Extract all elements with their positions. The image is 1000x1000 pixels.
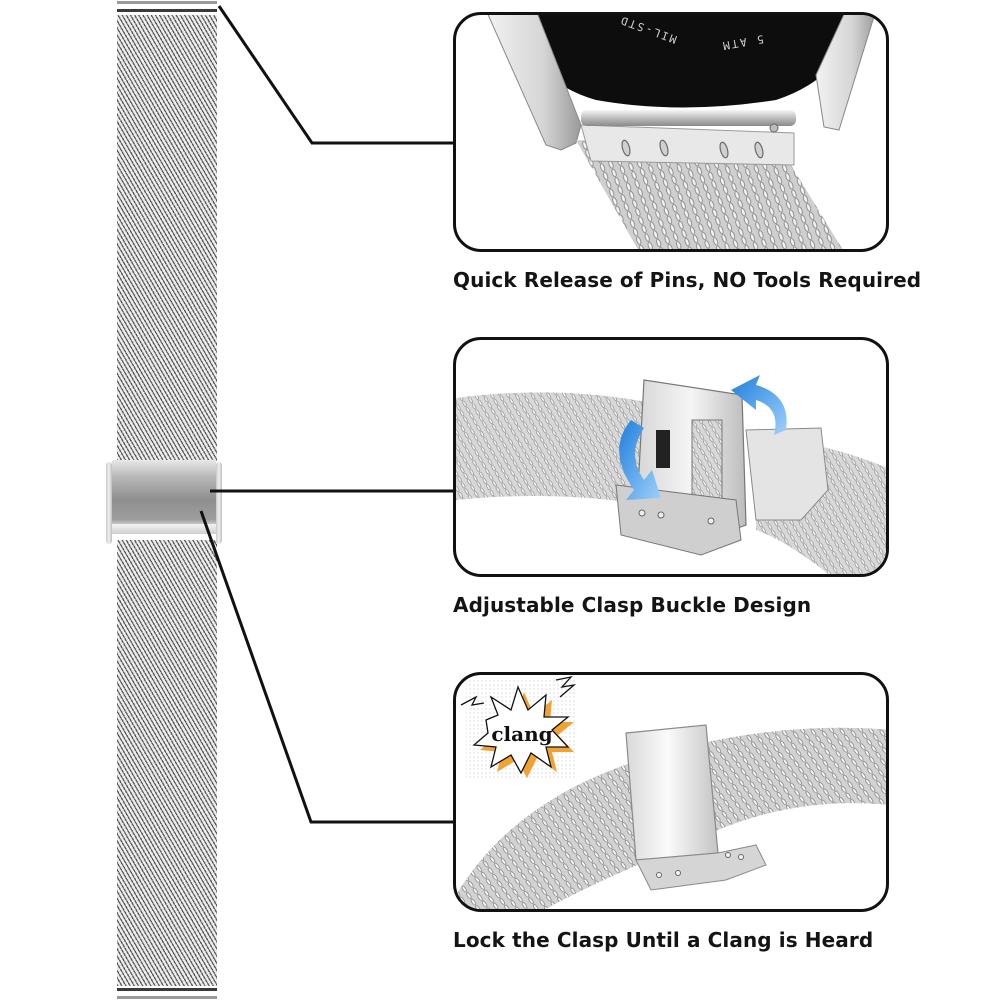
clasp-flip-lock — [745, 427, 829, 521]
lightning-bolt-icon — [460, 695, 485, 706]
adjustable-clasp-photo — [456, 375, 886, 574]
strap-top-end-line — [117, 1, 217, 4]
clang-text: clang — [491, 722, 552, 746]
lightning-bolt-icon-2 — [555, 675, 577, 698]
watch-lug-right — [815, 15, 875, 131]
slider-right-edge — [216, 462, 222, 544]
lock-clasp-photo: clang — [456, 675, 886, 909]
clasp-slot — [656, 430, 670, 468]
connector-line-lock-clasp — [199, 510, 453, 824]
feature-panel-lock-clasp: clang — [453, 672, 889, 912]
clasp-inner-mesh — [691, 419, 723, 506]
feature-panel-quick-release: MIL-STD 5 ATM — [453, 12, 889, 252]
watch-case — [516, 15, 851, 108]
lock-clasp-base — [635, 844, 767, 891]
caption-lock-clasp: Lock the Clasp Until a Clang is Heard — [453, 928, 874, 952]
lock-clasp-rivets — [656, 852, 744, 878]
strap-mesh-upper — [117, 15, 217, 461]
clasp-base-plate — [615, 484, 742, 556]
slider-left-edge — [106, 462, 112, 544]
slider-body — [112, 460, 216, 526]
band-end-plate — [580, 124, 795, 166]
strap-mesh-lower — [117, 540, 217, 986]
strap-top-end-bar — [117, 9, 217, 12]
mesh-band-section — [576, 140, 843, 249]
slider-lip — [112, 524, 216, 534]
clang-burst-icon: clang — [460, 675, 577, 780]
end-plate-slots — [621, 139, 764, 159]
lock-clasp-cover — [625, 724, 719, 861]
connector-line-quick-release — [217, 5, 453, 145]
strap-clasp-slider — [106, 460, 222, 544]
quick-release-spring-bar — [581, 110, 796, 126]
feature-panel-adjustable-clasp — [453, 337, 889, 577]
mesh-strap-illustration — [117, 0, 217, 1000]
strap-bottom-end-line — [117, 996, 217, 999]
rotate-arrow-up-icon — [731, 375, 787, 435]
watch-lug-left — [487, 15, 582, 151]
strap-bottom-end-bar — [117, 988, 217, 991]
mesh-band-left — [456, 392, 646, 505]
rotate-arrow-down-icon — [619, 420, 661, 500]
caption-adjustable-clasp: Adjustable Clasp Buckle Design — [453, 593, 812, 617]
caption-quick-release: Quick Release of Pins, NO Tools Required — [453, 268, 922, 292]
clasp-rivets — [638, 509, 715, 525]
quick-release-pin-knob — [769, 123, 779, 133]
quick-release-photo: MIL-STD 5 ATM — [487, 15, 875, 249]
